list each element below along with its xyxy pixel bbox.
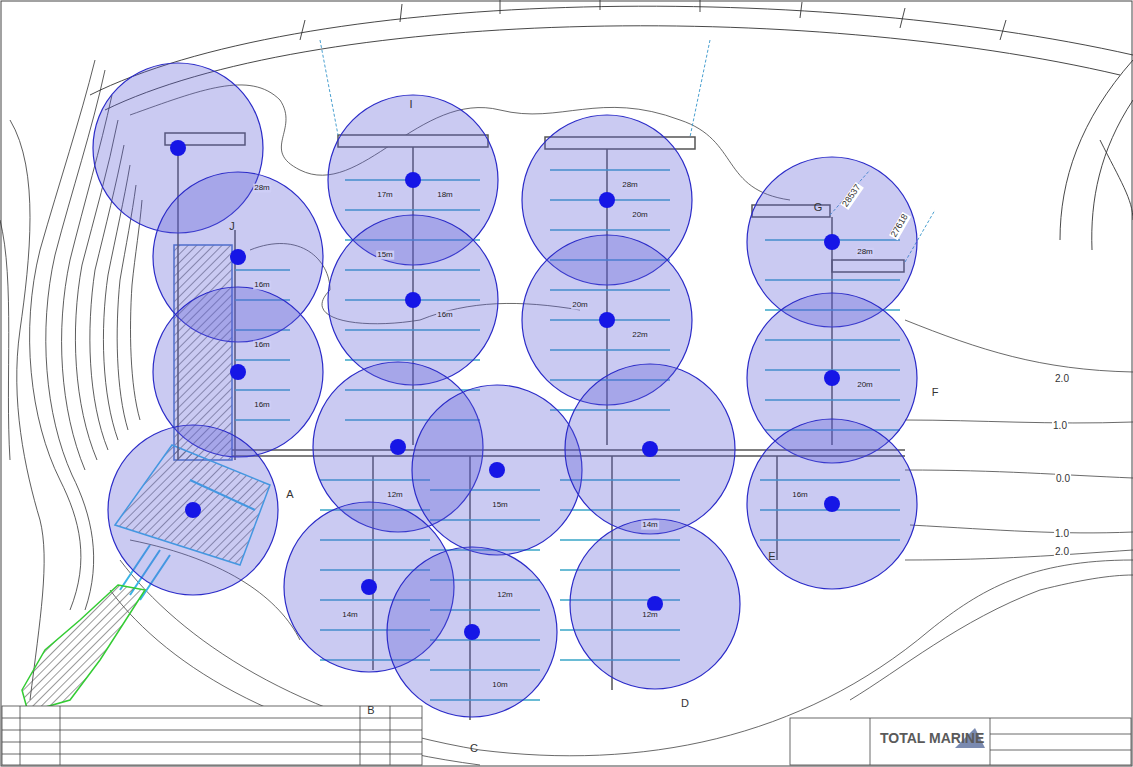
- pier-letter: I: [409, 98, 412, 110]
- berth-length: 16m: [791, 491, 809, 500]
- berth-length: 10m: [491, 681, 509, 690]
- berth-length: 16m: [253, 341, 271, 350]
- contour-label: 1.0: [1054, 528, 1070, 539]
- pier-letter: J: [229, 220, 235, 232]
- berth-length: 12m: [386, 491, 404, 500]
- pier-letter: F: [932, 386, 939, 398]
- berth-length: 17m: [376, 191, 394, 200]
- berth-length: 22m: [631, 331, 649, 340]
- berth-length: 15m: [376, 251, 394, 260]
- berth-length: 16m: [253, 401, 271, 410]
- berth-length: 18m: [436, 191, 454, 200]
- berth-length: 12m: [496, 591, 514, 600]
- pier-letter: E: [768, 550, 775, 562]
- pier-letter: D: [681, 697, 689, 709]
- berth-length: 15m: [491, 501, 509, 510]
- berth-length: 28m: [856, 248, 874, 257]
- berth-length: 14m: [341, 611, 359, 620]
- berth-length: 12m: [641, 611, 659, 620]
- pier-letter: C: [470, 742, 478, 754]
- berth-length: 28m: [621, 181, 639, 190]
- contour-label: 2.0: [1054, 373, 1070, 384]
- berth-length: 14m: [641, 521, 659, 530]
- berth-length: 28m: [253, 184, 271, 193]
- berth-length: 20m: [631, 211, 649, 220]
- logo-text: TOTAL MARINE: [880, 730, 989, 746]
- contour-label: 2.0: [1054, 546, 1070, 557]
- berth-length: 16m: [436, 311, 454, 320]
- pier-letter: B: [367, 704, 374, 716]
- contour-label: 0.0: [1055, 473, 1071, 484]
- company-logo: TOTAL MARINE: [878, 730, 991, 746]
- contour-label: 1.0: [1052, 420, 1068, 431]
- berth-length: 20m: [856, 381, 874, 390]
- berth-length: 16m: [253, 281, 271, 290]
- pier-letter: G: [814, 201, 823, 213]
- pier-letter: A: [286, 488, 293, 500]
- berth-length: 20m: [571, 301, 589, 310]
